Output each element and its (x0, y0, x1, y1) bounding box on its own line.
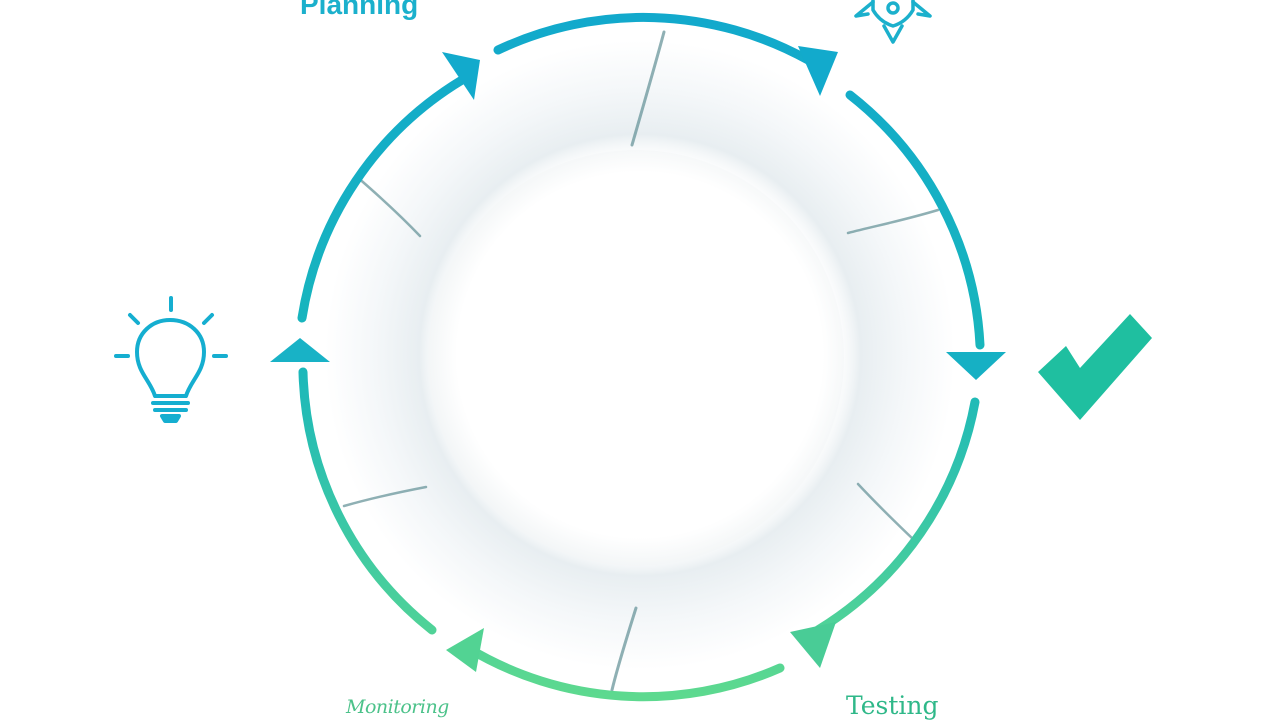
ring-arc-left-lower (298, 367, 437, 635)
rocket-icon (854, 0, 932, 44)
inner-disc (428, 150, 844, 566)
segment-dividers (342, 30, 940, 692)
stage-label-planning: Planning (300, 0, 419, 20)
arrowhead-bottom-left (446, 628, 484, 672)
check-icon (1038, 314, 1152, 420)
arrowhead-bottom-right (790, 622, 836, 668)
cycle-arrowheads (270, 46, 1006, 672)
stage-label-testing: Testing (846, 691, 939, 720)
ring-arc-right-lower (813, 397, 980, 635)
arrowhead-top-left (442, 52, 480, 100)
stage-label-monitoring: Monitoring (346, 696, 449, 718)
arrowhead-right (946, 352, 1006, 380)
arrowhead-left (270, 338, 330, 362)
cycle-ring (297, 12, 985, 702)
ring-arc-top (493, 12, 813, 65)
lightbulb-icon (114, 296, 228, 423)
arrowhead-top-right (798, 46, 838, 96)
ring-arc-bottom (463, 643, 785, 702)
ring-arc-right-upper (845, 90, 985, 350)
ring-arc-left-upper (297, 75, 467, 323)
